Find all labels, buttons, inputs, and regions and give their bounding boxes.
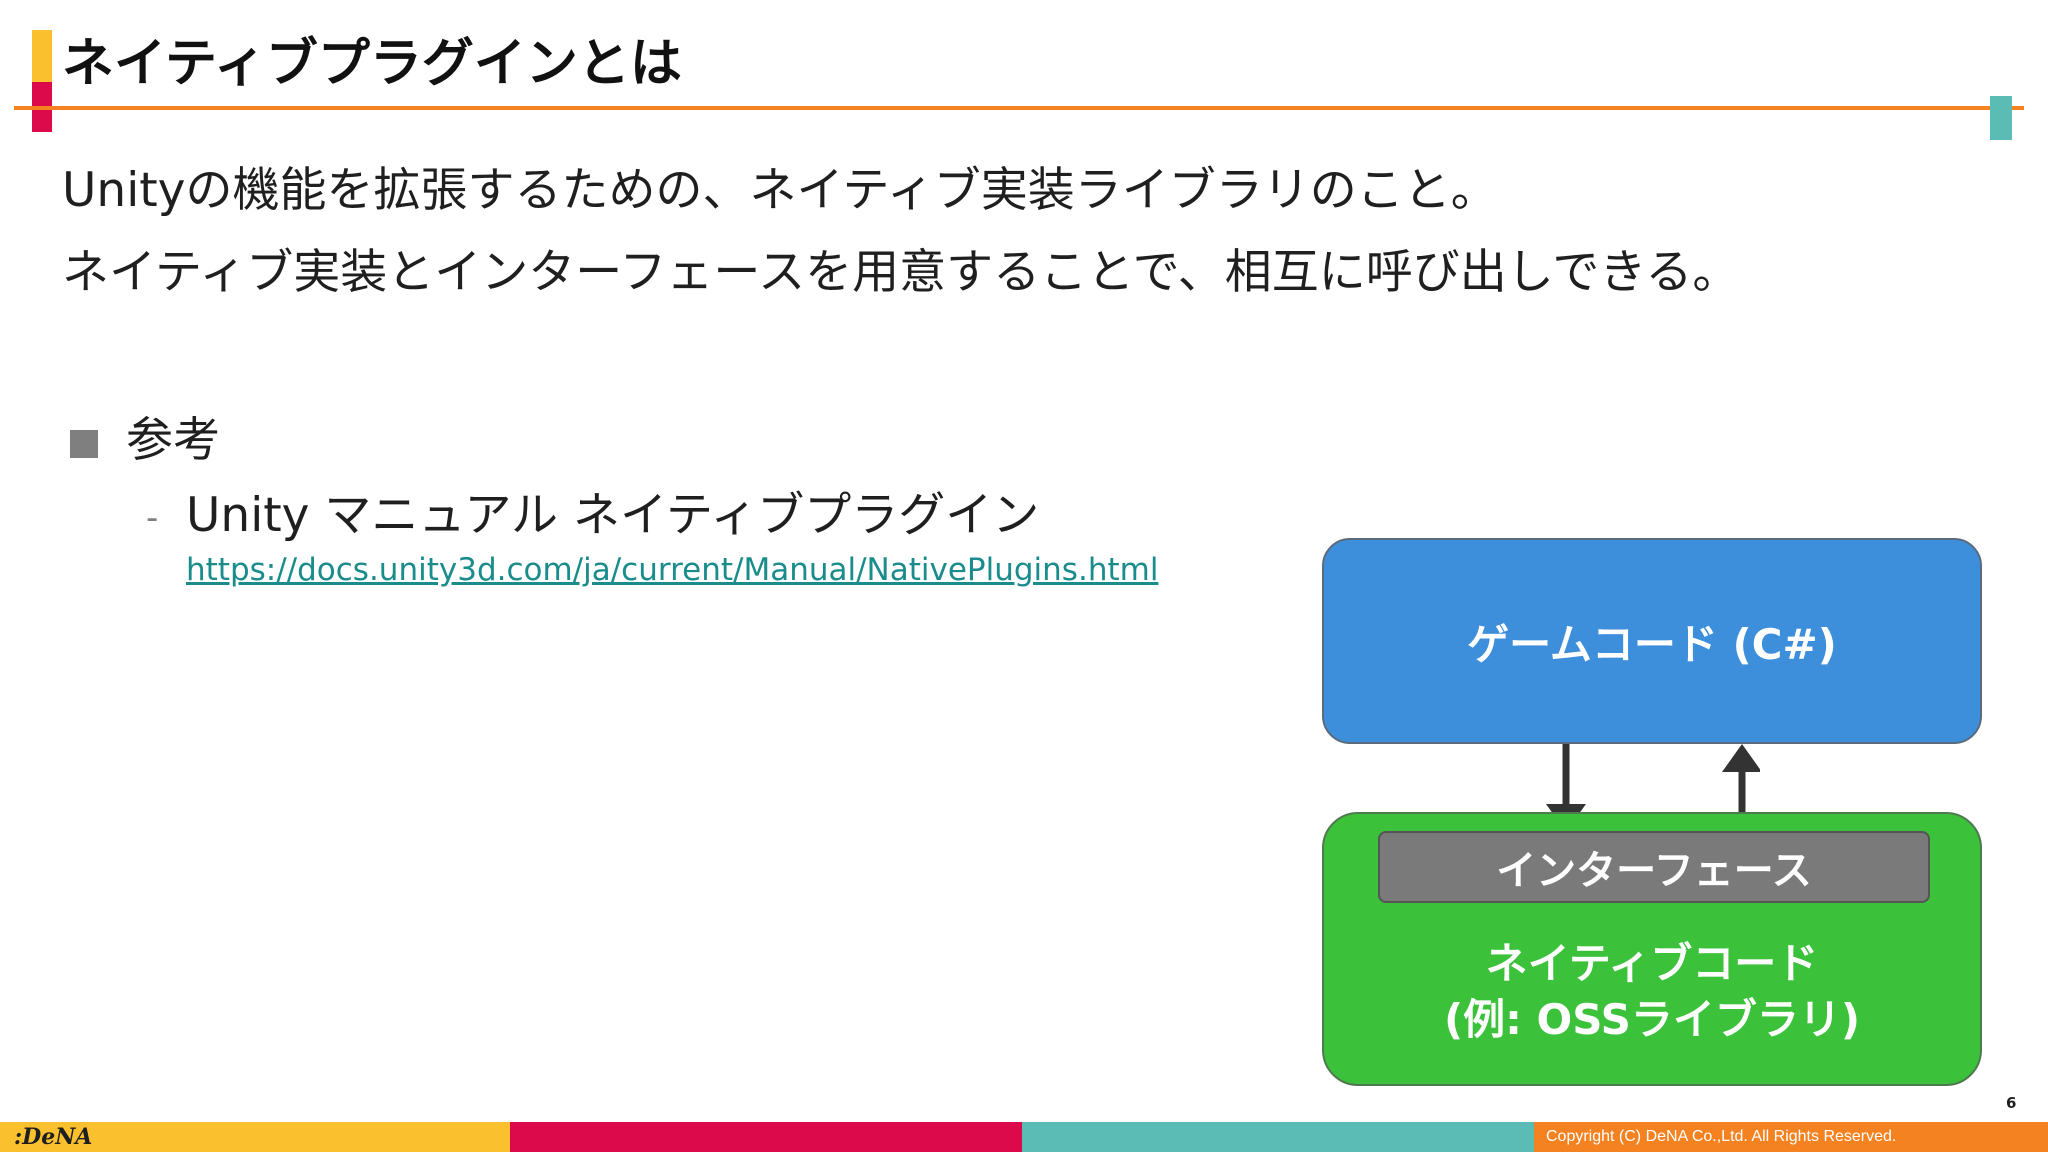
reference-heading: 参考	[126, 413, 220, 468]
body-text-line-2: ネイティブ実装とインターフェースを用意することで、相互に呼び出しできる。	[62, 245, 1740, 300]
footer-segment-teal	[1022, 1122, 1534, 1152]
native-code-label-line-2: (例: OSSライブラリ)	[1443, 995, 1861, 1044]
body-text-line-1: Unityの機能を拡張するための、ネイティブ実装ライブラリのこと。	[62, 163, 1498, 218]
slide-title: ネイティブプラグインとは	[62, 34, 682, 94]
dena-logo: :DeNA	[14, 1124, 93, 1150]
page-number: 6	[2006, 1094, 2017, 1112]
game-code-box: ゲームコード (C#)	[1322, 538, 1982, 744]
native-code-label: ネイティブコード (例: OSSライブラリ)	[1322, 936, 1982, 1048]
bullet-square-icon	[70, 430, 98, 458]
reference-link[interactable]: https://docs.unity3d.com/ja/current/Manu…	[186, 552, 1159, 588]
title-accent-teal	[1990, 96, 2012, 140]
game-code-label: ゲームコード (C#)	[1467, 619, 1837, 669]
title-accent-yellow	[32, 30, 52, 82]
native-code-label-line-1: ネイティブコード	[1485, 939, 1819, 988]
footer-bar: :DeNA Copyright (C) DeNA Co.,Ltd. All Ri…	[0, 1122, 2048, 1152]
interface-label: インターフェース	[1496, 848, 1812, 894]
title-underline	[14, 106, 2024, 110]
sub-bullet-dash: -	[146, 498, 159, 538]
copyright-text: Copyright (C) DeNA Co.,Ltd. All Rights R…	[1546, 1128, 1897, 1145]
interface-box: インターフェース	[1378, 831, 1930, 903]
footer-segment-orange	[1534, 1122, 2048, 1152]
footer-segment-yellow	[0, 1122, 510, 1152]
footer-segment-red	[510, 1122, 1022, 1152]
reference-item-title: Unity マニュアル ネイティブプラグイン	[186, 488, 1040, 543]
